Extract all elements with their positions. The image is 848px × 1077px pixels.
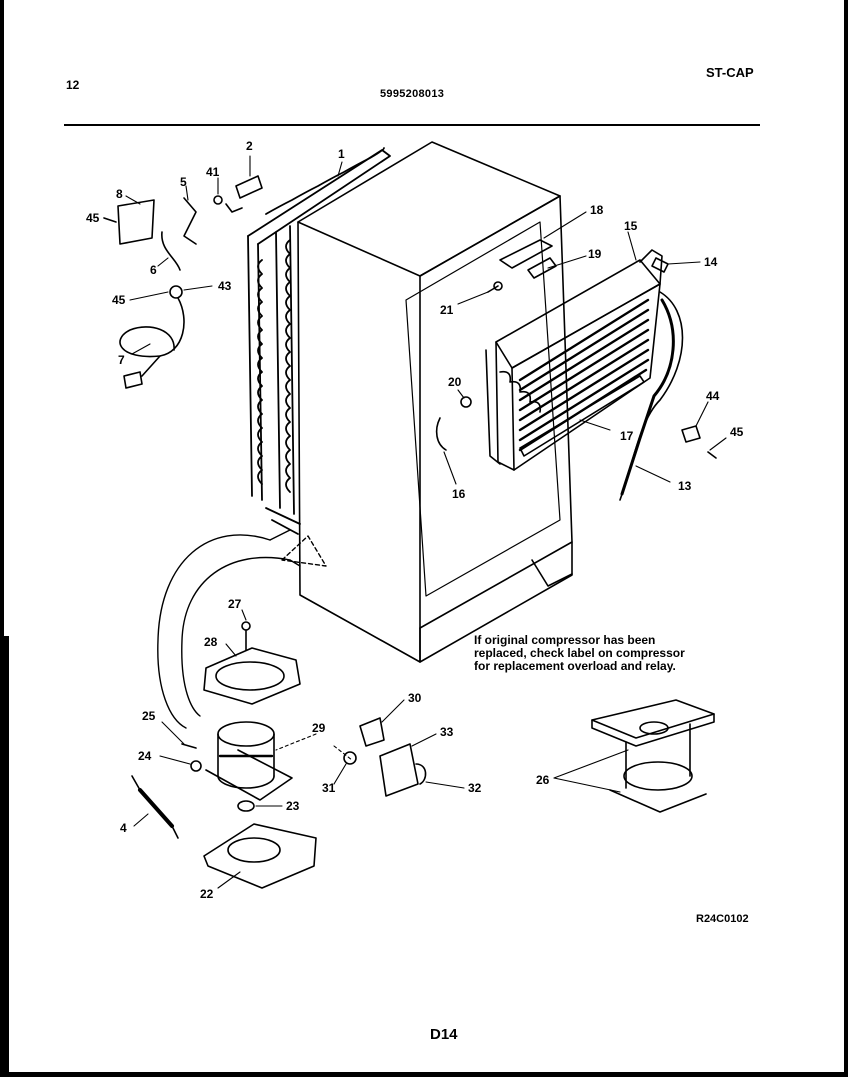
compressor-note: If original compressor has been replaced… xyxy=(474,633,685,673)
callout-1: 1 xyxy=(338,147,345,161)
compressor-assembly xyxy=(131,621,317,889)
part-20 xyxy=(460,396,472,408)
callout-27: 27 xyxy=(228,597,242,611)
callout-8: 8 xyxy=(116,187,123,201)
drain-trough xyxy=(519,375,645,457)
callout-33: 33 xyxy=(440,725,454,739)
part-18-bracket xyxy=(499,239,553,269)
callout-41: 41 xyxy=(206,165,220,179)
part-21-head xyxy=(493,281,503,291)
callout-20: 20 xyxy=(448,375,462,389)
callout-24: 24 xyxy=(138,749,152,763)
callout-5: 5 xyxy=(180,175,187,189)
page-code: D14 xyxy=(430,1026,458,1043)
header-rule xyxy=(64,124,760,126)
drain-tube xyxy=(620,298,675,496)
part-2-bracket xyxy=(235,175,263,199)
part-7-cord xyxy=(119,297,185,358)
callout-25: 25 xyxy=(142,709,156,723)
callout-2: 2 xyxy=(246,139,253,153)
callout-31: 31 xyxy=(322,781,336,795)
part-41-screw xyxy=(213,195,223,205)
part-21-screw xyxy=(487,285,499,293)
scan-edge-left xyxy=(0,0,4,1077)
part-7-cord-end xyxy=(141,355,161,377)
part-6-wire xyxy=(161,231,181,271)
callout-14: 14 xyxy=(704,255,718,269)
replacement-compressor xyxy=(591,699,715,813)
page-number: 12 xyxy=(66,78,80,92)
callout-26: 26 xyxy=(536,773,550,787)
callout-13: 13 xyxy=(678,479,692,493)
scan-edge-right xyxy=(844,0,848,1077)
callout-22: 22 xyxy=(200,887,214,901)
part-44 xyxy=(681,425,701,443)
part-19-bracket xyxy=(527,257,557,279)
callout-16: 16 xyxy=(452,487,466,501)
callout-4: 4 xyxy=(120,821,127,835)
callout-32: 32 xyxy=(468,781,482,795)
condenser-coil xyxy=(247,147,391,535)
scan-edge-bottom xyxy=(0,1072,848,1077)
callout-44: 44 xyxy=(706,389,720,403)
callout-29: 29 xyxy=(312,721,326,735)
part-45-screw-left xyxy=(103,217,117,223)
part-43-connector xyxy=(169,285,183,299)
callout-15: 15 xyxy=(624,219,638,233)
relay-overload xyxy=(343,717,427,797)
part-41-nut xyxy=(225,203,243,213)
callout-19: 19 xyxy=(588,247,602,261)
callout-45-a: 45 xyxy=(86,211,100,225)
part-8-plate xyxy=(117,199,155,245)
location-arrow xyxy=(157,529,327,729)
part-16 xyxy=(435,417,447,451)
leader-lines xyxy=(125,155,727,889)
callout-45-b: 45 xyxy=(112,293,126,307)
callout-21: 21 xyxy=(440,303,454,317)
callout-23: 23 xyxy=(286,799,300,813)
model-code: ST-CAP xyxy=(706,65,754,80)
callout-28: 28 xyxy=(204,635,218,649)
callout-43: 43 xyxy=(218,279,232,293)
callout-7: 7 xyxy=(118,353,125,367)
callout-17: 17 xyxy=(620,429,634,443)
callout-30: 30 xyxy=(408,691,422,705)
callout-18: 18 xyxy=(590,203,604,217)
part-45-screw-right xyxy=(707,451,717,459)
callout-numbers: 1 2 41 5 8 45 6 45 43 7 18 15 19 14 21 2… xyxy=(86,139,744,901)
evaporator xyxy=(485,249,663,471)
document-number: 5995208013 xyxy=(380,88,445,100)
scan-edge-notch xyxy=(0,636,9,1077)
callout-45-c: 45 xyxy=(730,425,744,439)
figure-reference: R24C0102 xyxy=(696,913,749,925)
part-14-clip xyxy=(651,257,669,273)
part-7-plug xyxy=(123,371,143,389)
cabinet xyxy=(297,141,573,663)
part-5-wire xyxy=(183,197,197,245)
callout-6: 6 xyxy=(150,263,157,277)
